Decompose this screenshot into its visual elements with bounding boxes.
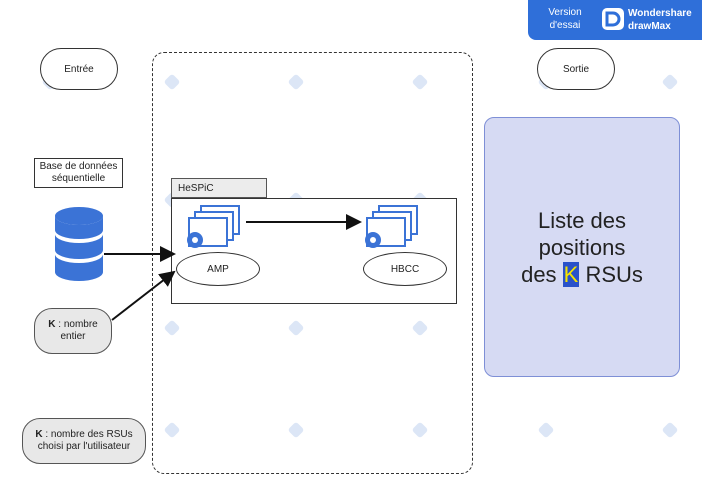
watermark-icon xyxy=(410,72,430,92)
trial-badge: Version d'essai Wondershare drawMax xyxy=(528,0,702,40)
input-label: Entrée xyxy=(40,48,118,90)
watermark-icon xyxy=(286,318,306,338)
watermark-icon xyxy=(536,420,556,440)
amp-node: AMP xyxy=(176,252,260,286)
database-label: Base de données séquentielle xyxy=(34,158,123,188)
watermark-icon xyxy=(660,72,680,92)
k-definition-text: : nombre des RSUs choisi par l'utilisate… xyxy=(37,429,133,452)
k-integer-key: K xyxy=(48,319,56,330)
output-line-3-pre: des xyxy=(521,261,563,287)
process-container xyxy=(152,52,473,474)
k-integer-text: : nombre entier xyxy=(55,319,98,342)
trial-brand-label: Wondershare drawMax xyxy=(628,8,692,32)
watermark-icon xyxy=(660,420,680,440)
watermark-icon xyxy=(286,420,306,440)
output-k-highlight: K xyxy=(562,261,580,287)
k-definition: K : nombre des RSUs choisi par l'utilisa… xyxy=(22,418,146,464)
hbcc-node: HBCC xyxy=(363,252,447,286)
watermark-icon xyxy=(286,72,306,92)
k-definition-key: K xyxy=(35,429,43,440)
output-line-1: Liste des xyxy=(537,207,627,233)
watermark-icon xyxy=(410,318,430,338)
drawmax-logo-icon xyxy=(602,8,624,30)
watermark-icon xyxy=(162,420,182,440)
watermark-icon xyxy=(162,318,182,338)
output-line-3-post: RSUs xyxy=(579,261,643,287)
arrow-k-to-amp xyxy=(111,270,176,321)
output-panel: Liste des positions des K RSUs xyxy=(484,117,680,377)
watermark-icon xyxy=(162,72,182,92)
hespic-tab: HeSPiC xyxy=(171,178,267,198)
hbcc-module-icon xyxy=(363,204,421,254)
database-icon xyxy=(54,206,104,284)
watermark-icon xyxy=(410,420,430,440)
output-line-3: des K RSUs xyxy=(521,261,643,288)
output-label: Sortie xyxy=(537,48,615,90)
output-line-2: positions xyxy=(538,234,626,260)
amp-module-icon xyxy=(185,204,243,254)
trial-version-label: Version d'essai xyxy=(548,7,582,31)
k-integer-input: K : nombre entier xyxy=(34,308,112,354)
